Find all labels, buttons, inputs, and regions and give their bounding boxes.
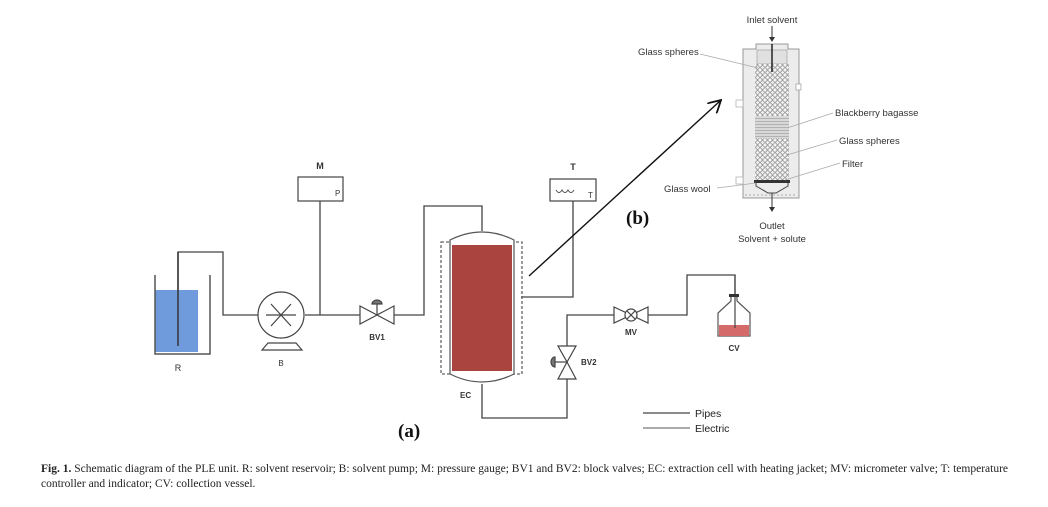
block-valve-1: BV1	[359, 299, 395, 342]
legend-pipes: Pipes	[695, 408, 721, 420]
collected-extract	[719, 325, 749, 336]
inset-label-outlet-sub: Solvent + solute	[738, 234, 806, 245]
line-temperature	[521, 200, 574, 298]
label-pump: B	[278, 359, 283, 368]
gauge-letter: P	[335, 189, 340, 198]
label-reservoir: R	[175, 363, 182, 373]
pipe-bv2-to-mv	[566, 314, 614, 346]
inset-label-inlet: Inlet solvent	[747, 15, 798, 26]
panel-a-label: (a)	[398, 421, 420, 442]
label-bv2: BV2	[581, 358, 597, 367]
label-temperature: T	[570, 162, 576, 172]
panel-b-label: (b)	[626, 208, 649, 229]
label-ec: EC	[460, 391, 471, 400]
micrometer-valve: MV	[613, 306, 649, 337]
legend-electric: Electric	[695, 423, 729, 435]
temperature-letter: T	[588, 191, 593, 200]
extraction-cell: EC	[440, 231, 523, 400]
label-gauge: M	[316, 161, 324, 171]
label-mv: MV	[625, 328, 638, 337]
inset-glass-spheres-top	[755, 64, 789, 116]
inset-glass-spheres-bottom	[755, 138, 789, 180]
pressure-gauge: P M	[297, 161, 344, 202]
inset-label-glass-spheres-top: Glass spheres	[638, 47, 699, 58]
inset-filter	[754, 180, 790, 183]
inset-cell-detail: Inlet solvent Glass spheres Blackberry b…	[638, 15, 918, 245]
inset-label-filter: Filter	[842, 159, 863, 170]
solvent-pump: B	[257, 291, 305, 368]
zoom-arrow	[528, 101, 720, 277]
caption-text: Schematic diagram of the PLE unit. R: so…	[41, 463, 1009, 490]
inset-label-glass-spheres-bottom: Glass spheres	[839, 136, 900, 147]
temperature-controller: T T	[549, 162, 597, 202]
block-valve-2: BV2	[550, 345, 597, 380]
legend: Pipes Electric	[643, 408, 729, 435]
caption-label: Fig. 1.	[41, 463, 72, 475]
pipe-bv1-to-ec	[394, 205, 483, 316]
inset-label-blackberry-bagasse: Blackberry bagasse	[835, 108, 918, 119]
inset-label-glass-wool: Glass wool	[664, 184, 710, 195]
solvent-reservoir: R	[154, 252, 211, 373]
label-bv1: BV1	[369, 333, 385, 342]
pipe-ec-to-bv2	[481, 379, 568, 419]
inset-bagasse-layer	[755, 116, 789, 138]
figure-caption: Fig. 1. Schematic diagram of the PLE uni…	[41, 462, 1031, 492]
solvent-fill	[155, 290, 198, 352]
ple-schematic: R B P M BV1 EC T T	[154, 15, 918, 442]
bagasse-bed	[452, 245, 512, 371]
label-cv: CV	[728, 344, 740, 353]
collection-vessel: CV	[717, 275, 751, 353]
pipes	[177, 200, 736, 419]
inset-label-outlet: Outlet	[759, 221, 785, 232]
